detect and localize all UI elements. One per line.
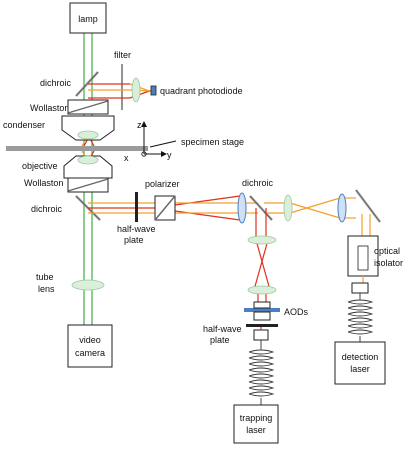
hwp1-label-1: half-wave — [117, 224, 156, 234]
relay-lens-1 — [237, 192, 247, 224]
qpd-beams — [88, 83, 153, 99]
quadrant-photodiode — [150, 85, 157, 96]
trapping-laser-label-2: laser — [246, 425, 266, 435]
right-mirror — [355, 189, 381, 223]
trap-fiber — [248, 340, 275, 405]
detection-fiber — [347, 293, 374, 342]
aods-label: AODs — [284, 307, 309, 317]
wollaston-bottom-label: Wollaston — [24, 178, 63, 188]
dichroic-right-label: dichroic — [242, 178, 274, 188]
tube-lens — [71, 279, 105, 291]
wollaston-top-label: Wollaston — [30, 103, 69, 113]
trapping-laser-label-1: trapping — [240, 413, 273, 423]
objective — [63, 155, 113, 179]
qpd-label: quadrant photodiode — [160, 86, 243, 96]
axis-x-label: x — [124, 153, 129, 163]
condenser — [61, 115, 115, 141]
specimen-stage-label: specimen stage — [181, 137, 244, 147]
objective-label: objective — [22, 161, 58, 171]
video-camera — [67, 324, 113, 368]
hwp1-label-2: plate — [124, 235, 144, 245]
dichroic-right-mirror — [249, 195, 273, 221]
trap-lens-2 — [247, 285, 277, 295]
optical-isolator-label-2: isolator — [374, 258, 403, 268]
detection-laser-label-1: detection — [342, 352, 379, 362]
relay-lens-2 — [283, 194, 293, 222]
lamp-box — [69, 2, 107, 34]
dichroic-bottom-label: dichroic — [31, 204, 63, 214]
axes-icon: z x y — [124, 120, 172, 163]
tube-lens-label-2: lens — [38, 284, 55, 294]
detection-beams — [361, 214, 371, 236]
dichroic-top-label: dichroic — [40, 78, 72, 88]
polarizer-label: polarizer — [145, 179, 180, 189]
lamp-label: lamp — [78, 14, 98, 24]
qpd-lens — [131, 77, 141, 103]
dichroic-top-mirror — [75, 71, 99, 97]
detection-laser — [334, 341, 386, 385]
trapping-laser — [233, 404, 279, 444]
video-camera-label-1: video — [79, 335, 101, 345]
axis-z-label: z — [137, 120, 142, 130]
filter-label: filter — [114, 50, 131, 60]
horizontal-beams — [88, 195, 356, 221]
half-wave-plate-1 — [135, 192, 138, 222]
relay-lens-3 — [337, 193, 347, 223]
hwp2-label-1: half-wave — [203, 324, 242, 334]
trap-collimator — [253, 329, 269, 341]
detection-laser-label-2: laser — [350, 364, 370, 374]
half-wave-plate-2 — [246, 324, 278, 327]
video-camera-label-2: camera — [75, 348, 105, 358]
tube-lens-label-1: tube — [36, 272, 54, 282]
optical-isolator-label-1: optical — [374, 246, 400, 256]
detection-collimator — [351, 282, 369, 294]
axis-y-label: y — [167, 150, 172, 160]
specimen-stage — [6, 146, 148, 151]
condenser-label: condenser — [3, 120, 45, 130]
hwp2-label-2: plate — [210, 335, 230, 345]
trap-lens-1 — [247, 235, 277, 245]
aods — [244, 308, 280, 312]
